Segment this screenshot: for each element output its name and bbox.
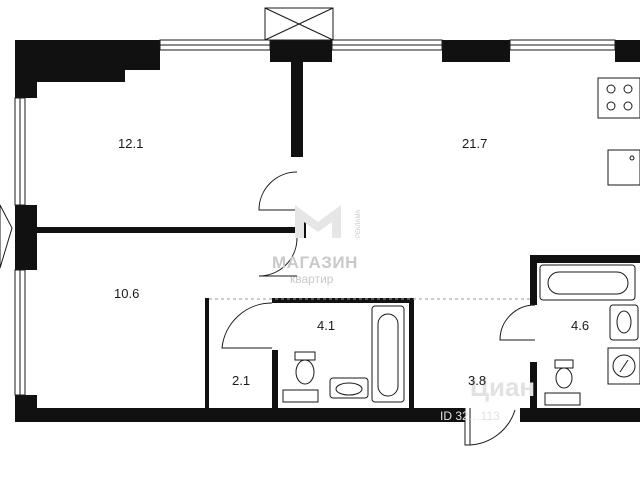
washbasin-2-bowl — [616, 310, 632, 334]
washbasin-1 — [329, 377, 369, 399]
windows-top — [159, 39, 616, 51]
room-area-label: 12.1 — [118, 136, 143, 151]
wall-bath2-left-bottom — [530, 362, 537, 408]
towel-rail — [544, 392, 581, 406]
washing-machine-1 — [282, 389, 319, 403]
toilet-1 — [295, 359, 315, 385]
bathtub-2 — [539, 264, 636, 301]
room-area-label: 21.7 — [462, 136, 487, 151]
room-area-label: 4.6 — [571, 318, 589, 333]
door-bathroom-2 — [499, 304, 536, 341]
burner-icon — [606, 101, 616, 111]
watermark-id: ID 32…113 — [440, 409, 500, 423]
watermark: РЕКЛАМА МАГАЗИН квартир Циан ID 32…113 — [272, 205, 535, 423]
wall-storage-left — [205, 298, 209, 408]
wall-bedroom-divider — [37, 227, 305, 233]
wall-left-middle — [15, 205, 37, 270]
kitchen-sink — [607, 149, 640, 186]
washing-machine-icon — [612, 354, 636, 378]
brand-logo-icon — [295, 205, 341, 238]
wall-left-top — [15, 40, 37, 98]
bathtub-1-inner — [377, 313, 399, 397]
wall-bath2-top — [530, 255, 640, 263]
door-bedroom-2 — [258, 237, 298, 277]
outer-walls — [15, 40, 640, 422]
wall-bottom-left — [15, 408, 465, 422]
wall-top-left — [15, 40, 160, 62]
toilet-2 — [555, 367, 573, 389]
wall-corner-notch — [37, 62, 160, 82]
wall-bath-top — [272, 298, 414, 303]
entrance-door-swing — [469, 409, 516, 446]
burner-icon — [623, 84, 633, 94]
toilet-tank — [294, 351, 316, 361]
wall-top-center-right — [442, 40, 510, 62]
watermark-cian: Циан — [470, 372, 535, 402]
door-storage — [221, 302, 273, 349]
balcony-box — [264, 7, 334, 41]
door-bedroom-1 — [258, 171, 298, 211]
wall-bath-right — [409, 298, 414, 408]
watermark-brand: МАГАЗИН — [272, 253, 358, 272]
stove — [597, 77, 640, 119]
wall-top-right — [615, 40, 640, 62]
toilet-tank — [554, 359, 574, 369]
interior-walls — [37, 62, 640, 408]
wall-bedroom-living — [291, 62, 303, 157]
room-labels: 12.1 21.7 10.6 4.1 2.1 3.8 4.6 — [114, 136, 589, 388]
windows-left — [0, 97, 26, 396]
burner-icon — [623, 101, 633, 111]
entrance-door-leaf — [464, 408, 471, 446]
bathroom-2-fixtures — [539, 264, 640, 406]
balcony-left — [0, 204, 13, 269]
washing-machine-2 — [607, 347, 640, 385]
bathtub-2-inner — [547, 271, 629, 295]
watermark-side-label: РЕКЛАМА — [356, 210, 362, 238]
bathroom-1-fixtures — [282, 305, 405, 403]
wall-bath-left — [272, 350, 278, 408]
burner-icon — [606, 84, 616, 94]
wall-top-middle — [270, 40, 332, 62]
kitchen — [597, 77, 640, 186]
room-area-label: 2.1 — [232, 373, 250, 388]
wall-bottom-right — [520, 408, 640, 422]
bathtub-1 — [371, 305, 405, 403]
room-area-label: 3.8 — [468, 373, 486, 388]
doors — [221, 171, 536, 446]
washbasin-2 — [609, 304, 639, 341]
room-area-label: 10.6 — [114, 286, 139, 301]
room-area-label: 4.1 — [317, 318, 335, 333]
tap-icon — [629, 155, 635, 161]
watermark-sub: квартир — [290, 272, 334, 286]
washbasin-1-bowl — [335, 382, 363, 396]
wall-bath2-left — [530, 255, 537, 305]
